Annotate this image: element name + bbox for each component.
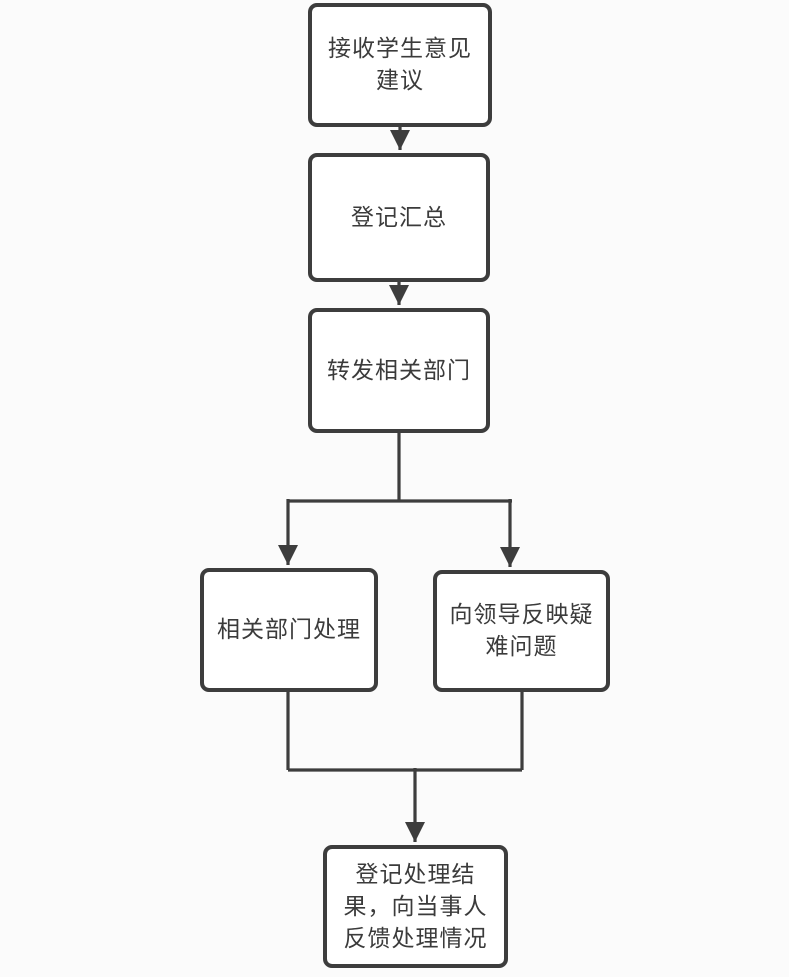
node-label-line: 反馈处理情况 xyxy=(343,925,488,952)
flow-node-report-to-leaders: 向领导反映疑 难问题 xyxy=(433,570,610,692)
node-label-line: 相关部门处理 xyxy=(217,617,361,643)
flow-node-record-and-feedback: 登记处理结 果，向当事人 反馈处理情况 xyxy=(323,845,508,968)
node-label-line: 果，向当事人 xyxy=(343,893,488,920)
flow-node-receive-suggestions: 接收学生意见 建议 xyxy=(308,3,492,127)
node-label-line: 登记汇总 xyxy=(351,204,447,231)
flow-node-department-handle: 相关部门处理 xyxy=(200,568,378,692)
flow-node-register-summarize: 登记汇总 xyxy=(308,153,490,282)
node-label-line: 登记处理结 xyxy=(355,861,476,888)
flow-node-forward-departments: 转发相关部门 xyxy=(308,308,490,433)
node-label-line: 建议 xyxy=(376,68,424,94)
node-label-line: 向领导反映疑 xyxy=(449,602,594,628)
node-label-line: 难问题 xyxy=(485,634,558,660)
node-label-line: 转发相关部门 xyxy=(327,357,471,384)
node-label-line: 接收学生意见 xyxy=(328,36,472,62)
edge-forward-branch-trunk xyxy=(288,433,512,503)
edge-merge-crossbar xyxy=(286,692,524,772)
